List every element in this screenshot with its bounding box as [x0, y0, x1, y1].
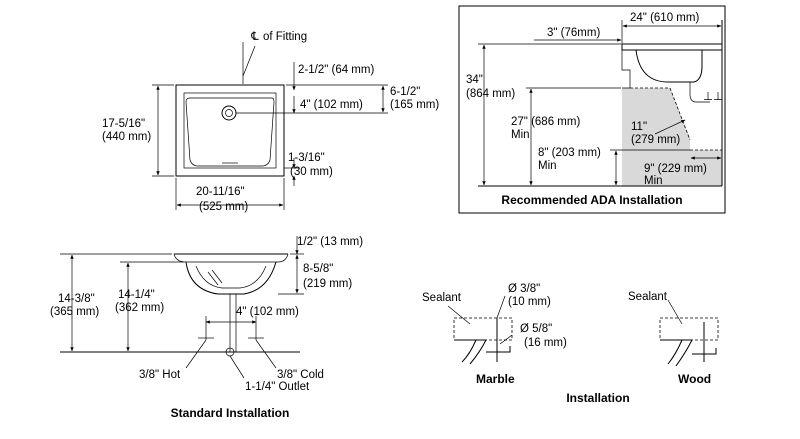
ada-installation: ⊥⊥ 24" (610 mm) 3" (76mm) 34" (864 mm) 2… [458, 5, 726, 214]
wood-leader-sealant [667, 299, 683, 325]
wood-sink [660, 339, 683, 365]
marble-label: Marble [476, 372, 515, 386]
ada-dim-11-inch: 11" [631, 121, 647, 133]
marble-leader-sealant [447, 305, 471, 325]
std-dim-1-2: 1/2" (13 mm) [297, 236, 363, 248]
marble-leader-3-8 [496, 295, 506, 319]
ada-dim-9-min: Min [644, 175, 663, 187]
wood-clip [692, 348, 717, 355]
marble-sink-2 [469, 339, 487, 365]
marble-dim-5-8-b: (16 mm) [524, 337, 567, 349]
std-leader-hot [185, 339, 207, 369]
ada-clear-line-2 [669, 87, 691, 141]
centerline-label: of Fitting [263, 31, 307, 43]
std-hot: 3/8" Hot [139, 369, 181, 381]
dim-1-3-16-mm: (30 mm) [290, 166, 333, 178]
leader-centerline [242, 45, 256, 77]
centerline-symbol: ℄ [250, 31, 259, 43]
std-dim-4: 4" (102 mm) [236, 306, 299, 318]
dim-20-11-16-inch: 20-11/16" [196, 186, 245, 198]
sink-outer-rim [175, 84, 285, 177]
ada-caption: Recommended ADA Installation [501, 193, 682, 207]
std-dim-14-3-8-mm: (365 mm) [50, 306, 99, 318]
ada-leader-11 [654, 119, 686, 135]
marble-sealant: Sealant [422, 292, 462, 304]
installation-details: Sealant Ø 3/8" (10 mm) Ø 5/8" (16 mm) Ma… [422, 283, 719, 405]
ada-dim-24: 24" (610 mm) [630, 12, 699, 24]
marble-dim-5-8-a: Ø 5/8" [520, 323, 552, 335]
ada-dim-34-mm: (864 mm) [466, 88, 515, 100]
std-overflow [207, 271, 219, 286]
drain-circle-outer [221, 105, 237, 121]
std-outlet: 1-1/4" Outlet [245, 381, 310, 393]
wood-sealant: Sealant [628, 291, 668, 303]
std-dim-8-5-8-inch: 8-5/8" [303, 263, 333, 275]
sink-bowl-outline [185, 97, 275, 167]
marble-dim-3-8-a: Ø 3/8" [508, 283, 540, 295]
ada-countertop [621, 43, 723, 51]
std-dim-14-3-8-inch: 14-3/8" [58, 293, 95, 305]
ada-dim-8-min: Min [538, 160, 557, 172]
marble-leader-5-8 [499, 334, 513, 345]
std-leader-outlet [229, 355, 245, 379]
marble-dim-3-8-b: (10 mm) [508, 296, 551, 308]
dim-17-5-16-inch: 17-5/16" [102, 118, 145, 130]
std-sink-inner [195, 265, 267, 289]
std-sink-rim [173, 253, 289, 263]
std-dim-8-5-8-mm: (219 mm) [303, 278, 352, 290]
std-leader-cold [255, 339, 277, 369]
marble-counter [453, 317, 513, 341]
ada-frame [458, 5, 726, 214]
standard-installation: 1/2" (13 mm) 8-5/8" (219 mm) 14-3/8" (36… [50, 236, 363, 420]
drain-circle-inner [225, 109, 233, 117]
std-sink-bowl [185, 261, 277, 295]
std-cold: 3/8" Cold [277, 369, 324, 381]
top-view: ℄ of Fitting 2-1/2" (64 mm) 4" (102 mm) … [102, 31, 439, 213]
wood-label: Wood [678, 372, 711, 386]
ada-dim-8: 8" (203 mm) [538, 147, 601, 159]
dim-4: 4" (102 mm) [300, 99, 363, 111]
dim-6-1-2-inch: 6-1/2" [390, 86, 420, 98]
wood-sink-2 [675, 339, 693, 367]
std-dim-14-1-4-mm: (362 mm) [115, 302, 164, 314]
dim-20-11-16-mm: (525 mm) [199, 201, 248, 213]
std-caption: Standard Installation [171, 406, 290, 420]
std-dim-14-1-4-inch: 14-1/4" [118, 289, 155, 301]
ada-valve-symbol: ⊥⊥ [703, 91, 723, 103]
ada-dim-27: 27" (686 mm) [511, 116, 580, 128]
sink-inner-rim [183, 92, 277, 169]
dim-2-1-2: 2-1/2" (64 mm) [298, 64, 374, 76]
ada-sink-bowl [635, 49, 703, 83]
marble-clip [486, 346, 511, 353]
installation-caption: Installation [566, 391, 629, 405]
ada-dim-34-inch: 34" [466, 74, 483, 86]
ada-dim-27-min: Min [511, 129, 530, 141]
ada-apron [621, 50, 631, 89]
dim-6-1-2-mm: (165 mm) [390, 99, 439, 111]
ada-dim-11-mm: (279 mm) [631, 134, 680, 146]
ada-dim-3: 3" (76mm) [547, 27, 600, 39]
ada-knee-clearance [622, 88, 722, 186]
marble-sink [454, 339, 477, 363]
dim-17-5-16-mm: (440 mm) [102, 131, 151, 143]
ada-dim-9: 9" (229 mm) [644, 163, 707, 175]
dim-1-3-16-inch: 1-3/16" [288, 152, 325, 164]
wood-counter [659, 317, 719, 341]
ada-drain-pipe [689, 82, 710, 103]
std-overflow-2 [211, 269, 223, 284]
